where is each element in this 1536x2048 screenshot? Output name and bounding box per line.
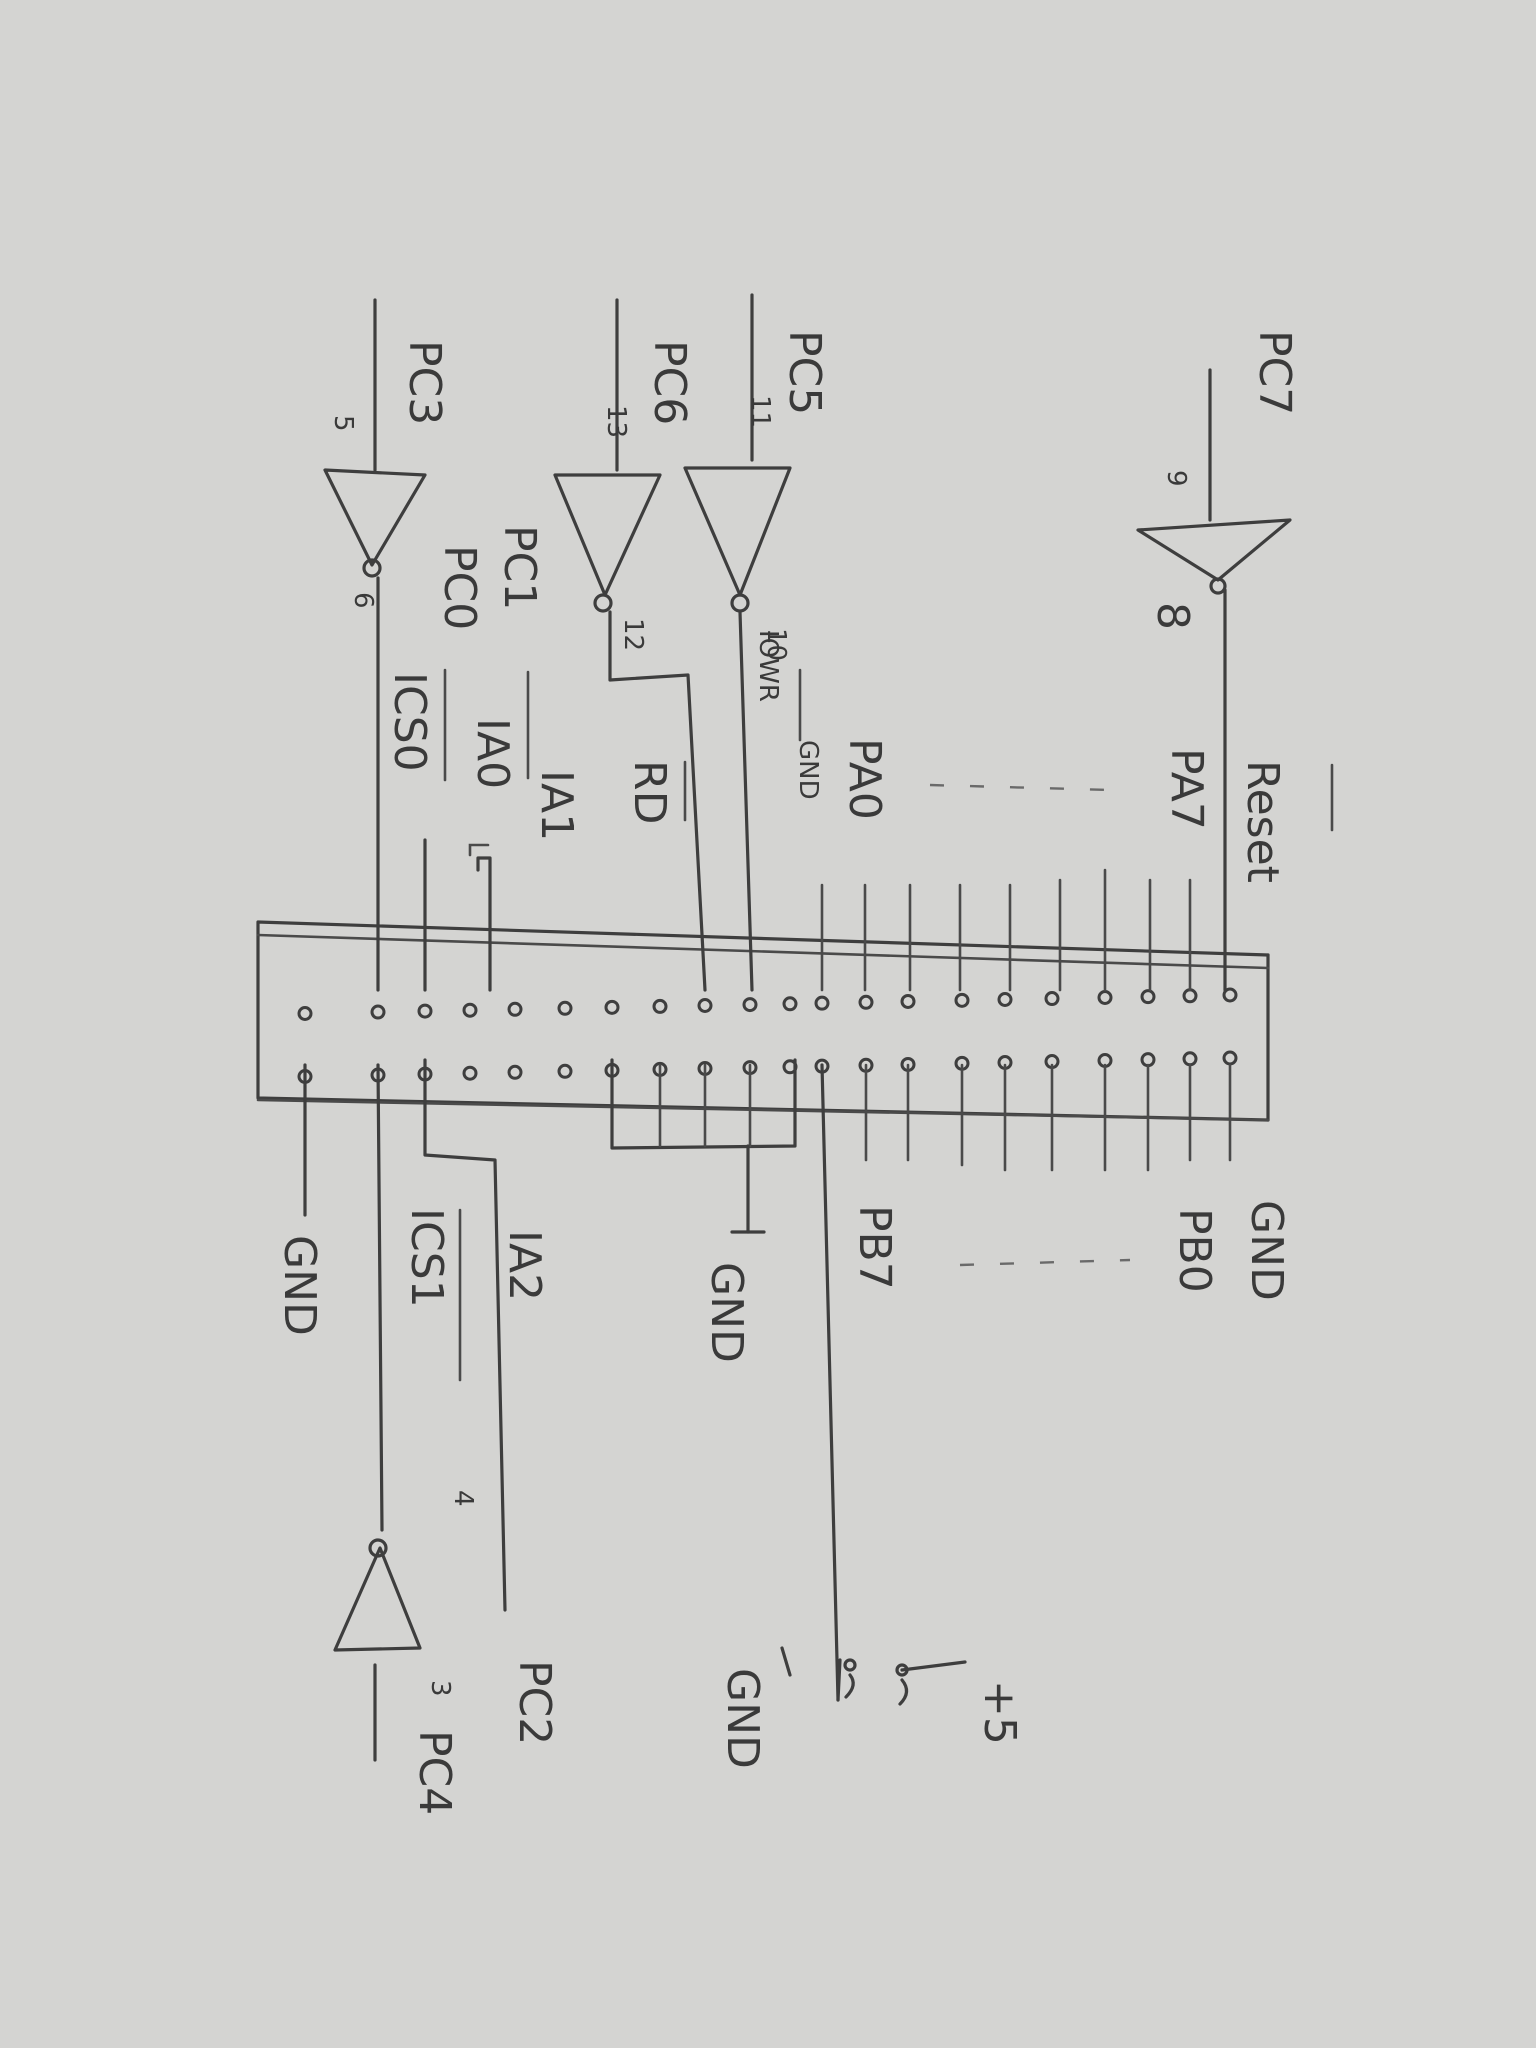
connector-header (256, 920, 1270, 1122)
connector-pin-top-20 (370, 1004, 386, 1020)
plus5-label: +5 (974, 1680, 1025, 1745)
ia2-label: IA2 (499, 1230, 550, 1301)
pa0-label: PA0 (839, 738, 890, 820)
pin-number-4: 4 (448, 1490, 478, 1507)
pin-number-6: 6 (348, 592, 378, 609)
connector-pin-top-14 (652, 998, 668, 1014)
connector-pin-top-11 (782, 996, 798, 1012)
connector-pin-top-1 (1222, 987, 1238, 1003)
connector-pin-top-3 (1140, 989, 1156, 1005)
inverter-pc3 (323, 298, 427, 992)
pc3-label: PC3 (399, 340, 450, 425)
connector-pin-bottom-2 (1182, 1051, 1198, 1067)
inverter-pc7 (1136, 368, 1292, 595)
pin-number-12: 12 (618, 618, 648, 651)
ics0-label: ICS0 (384, 672, 435, 772)
pb0-label: PB0 (1169, 1208, 1220, 1293)
inverter-pc4 (333, 1538, 422, 1762)
switch-symbol (780, 1646, 967, 1706)
gnd-top-label: GND (1241, 1200, 1292, 1301)
pin-number-8: 8 (1147, 602, 1198, 630)
gnd-switch-label: GND (717, 1668, 768, 1769)
pin-number-3: 3 (425, 1680, 455, 1697)
connector-pin-bottom-1 (1222, 1050, 1238, 1066)
pc5-label: PC5 (779, 330, 830, 415)
connector-pin-bottom-17 (507, 1064, 523, 1080)
pc2-label: PC2 (509, 1660, 560, 1745)
connector-pin-bottom-16 (557, 1063, 573, 1079)
address-leads (423, 838, 492, 992)
pin-number-13: 13 (601, 405, 631, 438)
connector-pin-bottom-18 (462, 1065, 478, 1081)
connector-pin-top-8 (900, 993, 916, 1009)
iowr-label: IOWR (753, 630, 783, 702)
ics1-label: ICS1 (401, 1208, 452, 1308)
pin-number-11: 11 (745, 395, 775, 428)
pin-number-9: 9 (1161, 470, 1191, 487)
top-pin-leads (820, 588, 1227, 992)
connector-pin-top-21 (297, 1006, 313, 1021)
connector-pin-top-15 (604, 999, 620, 1015)
connector-pin-top-7 (954, 992, 970, 1008)
pin-number-5: 5 (328, 415, 358, 432)
pc0-label: PC0 (434, 545, 485, 630)
connector-pin-top-5 (1044, 991, 1060, 1007)
gnd-small-label: GND (793, 740, 823, 800)
connector-pin-top-17 (507, 1001, 523, 1017)
inverter-pc6 (553, 298, 707, 992)
connector-pin-top-12 (742, 997, 758, 1013)
connector-pin-top-19 (417, 1003, 433, 1019)
gnd-mid-label: GND (701, 1262, 752, 1363)
connector-pin-top-13 (697, 998, 713, 1013)
inverter-pc5 (683, 293, 792, 992)
pb7-label: PB7 (849, 1205, 900, 1290)
connector-pin-top-4 (1097, 990, 1113, 1005)
rd-label: RD (624, 760, 675, 824)
pc6-label: PC6 (644, 340, 695, 425)
connector-pin-top-18 (462, 1002, 478, 1018)
gnd-left-label: GND (274, 1235, 325, 1336)
connector-pin-top-10 (814, 995, 830, 1011)
pa7-label: PA7 (1161, 748, 1212, 830)
pc7-label: PC7 (1249, 330, 1300, 415)
bottom-pin-leads (303, 1058, 1232, 1702)
connector-pin-top-9 (858, 994, 874, 1010)
pc4-label: PC4 (409, 1730, 460, 1815)
ia1-label: IA1 (531, 770, 582, 841)
pin-number-10: 10 (761, 628, 791, 661)
reset-label: Reset (1237, 760, 1288, 883)
pc1-label: PC1 (494, 525, 545, 610)
ia0-label: IA0 (467, 718, 518, 789)
connector-pin-top-16 (557, 1000, 573, 1016)
connector-pin-top-6 (997, 992, 1013, 1007)
connector-pin-top-2 (1182, 988, 1198, 1004)
connector-pins (297, 987, 1238, 1084)
bus-dashes (929, 783, 1131, 1267)
